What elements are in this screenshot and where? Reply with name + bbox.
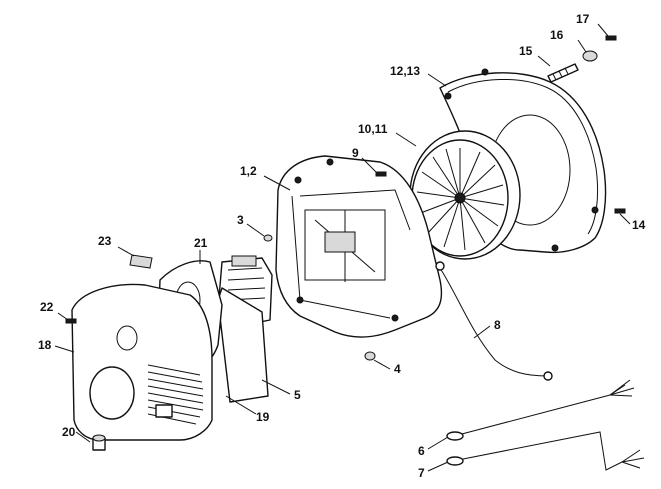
callout-9: 9: [352, 146, 359, 160]
callout-4: 4: [394, 362, 401, 376]
callout-8: 8: [494, 318, 501, 332]
screw-3: [263, 234, 273, 242]
screw-17: [605, 35, 617, 41]
callout-10-11: 10,11: [358, 122, 388, 136]
grommet-20: [92, 434, 106, 451]
callout-19: 19: [256, 410, 270, 424]
callout-20: 20: [62, 425, 76, 439]
callout-5: 5: [294, 388, 301, 402]
callout-6: 6: [418, 444, 425, 458]
callout-12-13: 12,13: [390, 64, 421, 78]
nut-16: [582, 50, 598, 62]
fasteners: [65, 35, 626, 451]
cable-6: [446, 379, 635, 441]
fan-blades: [416, 148, 505, 251]
callout-7: 7: [418, 466, 425, 480]
cable-8: [435, 261, 553, 381]
blower-housing: [275, 155, 443, 338]
washer-4: [364, 351, 376, 361]
spring-15: [547, 63, 579, 83]
callout-1-2: 1,2: [240, 164, 257, 178]
callout-22: 22: [40, 300, 54, 314]
screw-14: [614, 208, 626, 214]
engine-cover: [71, 283, 213, 441]
screw-22: [65, 318, 77, 324]
cover-vent-grille: [147, 364, 204, 425]
callout-15: 15: [519, 44, 533, 58]
callout-23: 23: [98, 234, 112, 248]
warning-label: [129, 254, 153, 269]
callout-17: 17: [576, 12, 590, 26]
screw-9: [375, 171, 387, 177]
callout-21: 21: [194, 236, 208, 250]
callout-14: 14: [632, 218, 646, 232]
callout-16: 16: [550, 28, 564, 42]
cable-7: [446, 431, 645, 471]
callout-3: 3: [237, 213, 244, 227]
fan-wheel: [409, 130, 521, 260]
callout-18: 18: [38, 338, 52, 352]
leader-lines: [54, 23, 631, 472]
